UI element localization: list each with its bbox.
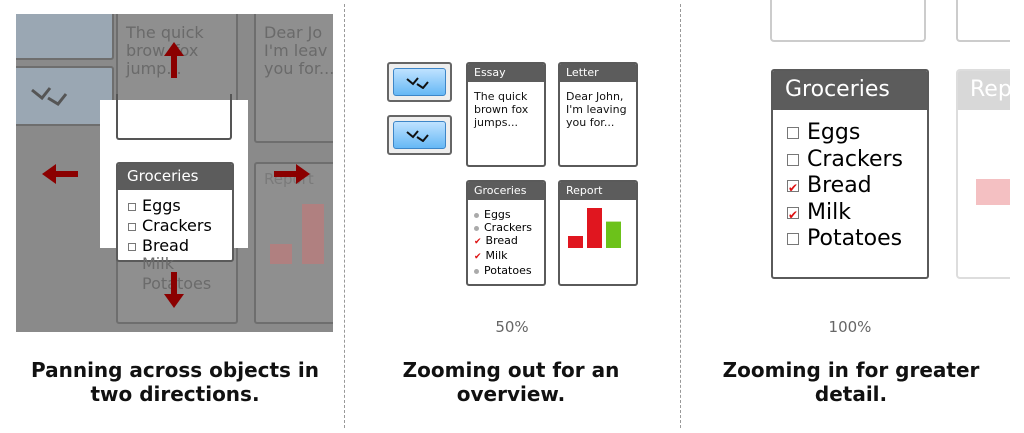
pan-groceries-item: Crackers <box>128 216 232 236</box>
arrow-right-icon <box>274 164 310 184</box>
pan-background-photo-2 <box>16 66 114 126</box>
groceries-small-item: Potatoes <box>474 264 544 277</box>
zoom-out-photo-1 <box>387 62 452 102</box>
checkbox-icon[interactable] <box>787 127 799 139</box>
zoom-in-percentage: 100% <box>828 318 872 336</box>
groceries-large-item: Eggs <box>787 120 927 147</box>
zoom-out-groceries-card: Groceries Eggs Crackers ✔Bread ✔Milk Pot… <box>466 180 546 286</box>
bird-icon <box>31 87 68 106</box>
zoom-in-groceries-card: Groceries Eggs Crackers Bread Milk Potat… <box>771 69 929 279</box>
report-bar <box>606 221 621 248</box>
check-icon: ✔ <box>474 252 482 262</box>
check-icon: ✔ <box>474 237 482 247</box>
zoom-out-percentage: 50% <box>495 318 529 336</box>
pan-viewport: Groceries Eggs Crackers Bread <box>100 94 248 262</box>
groceries-large-item: Crackers <box>787 147 927 174</box>
essay-text: The quick brown fox jumps... <box>474 90 529 129</box>
pan-report-bar-2 <box>302 204 324 264</box>
pan-groceries-card: Groceries Eggs Crackers Bread <box>116 162 234 262</box>
zoom-in-caption: Zooming in for greater detail. <box>722 358 980 406</box>
letter-title: Letter <box>560 64 636 82</box>
groceries-large-item: Potatoes <box>787 226 927 253</box>
groceries-small-item: ✔Milk <box>474 249 508 262</box>
groceries-small-title: Groceries <box>468 182 544 200</box>
pan-viewport-text-card-bottom <box>116 94 232 140</box>
divider-1 <box>344 4 345 428</box>
groceries-small-item: Crackers <box>474 221 544 234</box>
groceries-large-title: Groceries <box>773 71 927 110</box>
groceries-small-item: Eggs <box>474 208 544 221</box>
zoom-in-report-card: Rep <box>956 69 1010 279</box>
pan-report-bar-1 <box>270 244 292 264</box>
checkbox-icon[interactable] <box>128 202 136 211</box>
checkbox-checked-icon[interactable] <box>787 175 799 202</box>
groceries-small-list: Eggs Crackers ✔Bread ✔Milk Potatoes <box>468 200 544 277</box>
pan-background-report-card: Report <box>254 162 333 324</box>
pan-background-text-card-2: Dear Jo I'm leav you for... <box>254 14 333 143</box>
checkbox-icon[interactable] <box>787 233 799 245</box>
zoom-out-caption: Zooming out for an overview. <box>402 358 620 406</box>
bullet-icon <box>474 268 479 274</box>
zoom-in-top-card-1 <box>770 0 926 42</box>
bullet-icon <box>474 225 479 231</box>
report-bar-chart <box>568 208 621 248</box>
bird-icon <box>405 130 429 142</box>
divider-2 <box>680 4 681 428</box>
groceries-large-item: Milk <box>787 200 927 228</box>
checkbox-icon[interactable] <box>128 222 136 231</box>
bird-icon <box>405 77 429 89</box>
zoom-out-photo-2 <box>387 115 452 155</box>
checkbox-icon[interactable] <box>787 153 799 166</box>
pan-panel: The quick brow..fox jump... Dear Jo I'm … <box>16 14 333 332</box>
pan-groceries-item: Eggs <box>128 196 232 216</box>
pan-caption: Panning across objects in two directions… <box>30 358 320 406</box>
zoom-out-essay-card: Essay The quick brown fox jumps... <box>466 62 546 167</box>
letter-text: Dear John, I'm leaving you for... <box>566 90 627 129</box>
essay-title: Essay <box>468 64 544 82</box>
zoom-in-report-bar <box>976 179 1010 205</box>
zoom-in-panel: Groceries Eggs Crackers Bread Milk Potat… <box>700 0 1010 290</box>
pan-groceries-title: Groceries <box>118 164 232 190</box>
checkbox-icon[interactable] <box>128 242 136 251</box>
arrow-up-icon <box>164 42 184 78</box>
zoom-in-top-card-2 <box>956 0 1010 42</box>
bullet-icon <box>474 212 479 218</box>
report-title: Report <box>560 182 636 200</box>
arrow-down-icon <box>164 272 184 308</box>
pan-text-fragment-2: Dear Jo I'm leav you for... <box>264 23 333 78</box>
checkbox-checked-icon[interactable] <box>787 202 799 228</box>
pan-groceries-list: Eggs Crackers Bread <box>118 190 232 256</box>
pan-groceries-item: Bread <box>128 236 232 256</box>
report-bar <box>587 208 602 248</box>
pan-background-photo-1 <box>16 14 114 60</box>
groceries-large-list: Eggs Crackers Bread Milk Potatoes <box>773 110 927 253</box>
groceries-small-item: ✔Bread <box>474 234 518 247</box>
report-bar <box>568 236 583 248</box>
arrow-left-icon <box>42 164 78 184</box>
groceries-large-item: Bread <box>787 173 927 202</box>
zoom-out-report-card: Report <box>558 180 638 286</box>
zoom-out-letter-card: Letter Dear John, I'm leaving you for... <box>558 62 638 167</box>
zoom-in-report-title: Rep <box>958 71 1010 110</box>
